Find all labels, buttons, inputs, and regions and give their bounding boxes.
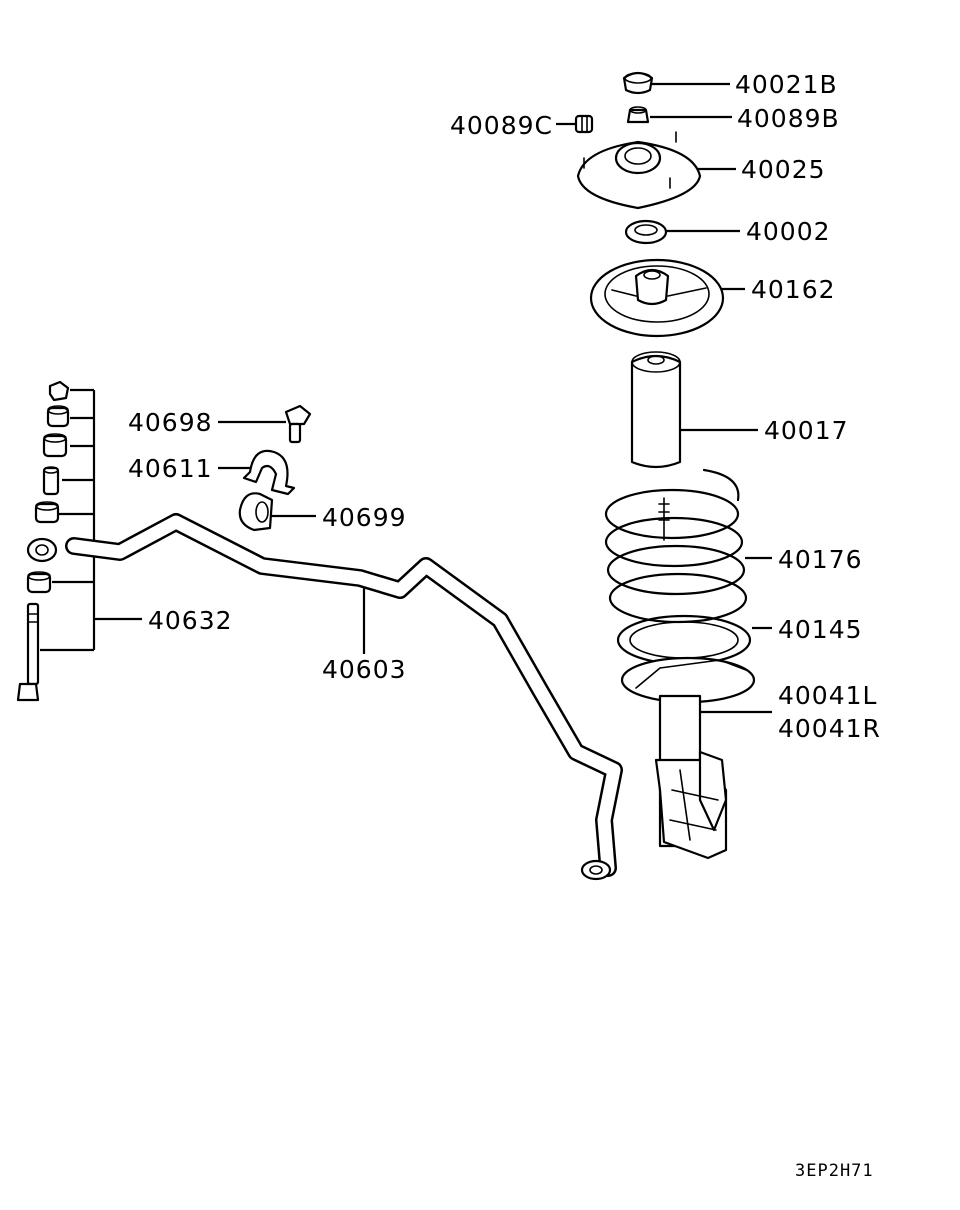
- label-40632: 40632: [148, 606, 233, 635]
- nut-40089c: [574, 114, 594, 134]
- link-kit-40632: [16, 380, 70, 702]
- label-40025: 40025: [741, 155, 826, 184]
- label-40603: 40603: [322, 655, 407, 684]
- spring-seat-40145: [616, 614, 752, 666]
- label-40002: 40002: [746, 217, 831, 246]
- diagram-code: 3EP2H71: [795, 1161, 874, 1181]
- bearing-40002: [624, 219, 668, 245]
- label-40017: 40017: [764, 416, 849, 445]
- bushing-40699: [238, 492, 274, 532]
- stabilizer-bar-40603: [26, 513, 623, 881]
- label-40699: 40699: [322, 503, 407, 532]
- bump-stop-40017: [630, 351, 682, 469]
- leader-lines: [40, 82, 772, 714]
- strut-40041: [620, 656, 756, 860]
- label-40041r: 40041R: [778, 714, 881, 743]
- coil-spring-40176: [604, 468, 748, 624]
- strut-mount-40025: [576, 131, 702, 210]
- label-40089c: 40089C: [450, 111, 553, 140]
- label-40698: 40698: [128, 408, 213, 437]
- label-40145: 40145: [778, 615, 863, 644]
- label-40611: 40611: [128, 454, 213, 483]
- bolt-40698: [284, 404, 312, 444]
- bracket-40611: [242, 449, 296, 496]
- label-40089b: 40089B: [737, 104, 840, 133]
- label-40021b: 40021B: [735, 70, 838, 99]
- nut-40089b: [626, 106, 650, 124]
- label-40176: 40176: [778, 545, 863, 574]
- spring-seat-40162: [589, 258, 725, 338]
- label-40041l: 40041L: [778, 681, 878, 710]
- label-40162: 40162: [751, 275, 836, 304]
- cap-40021b: [622, 71, 654, 95]
